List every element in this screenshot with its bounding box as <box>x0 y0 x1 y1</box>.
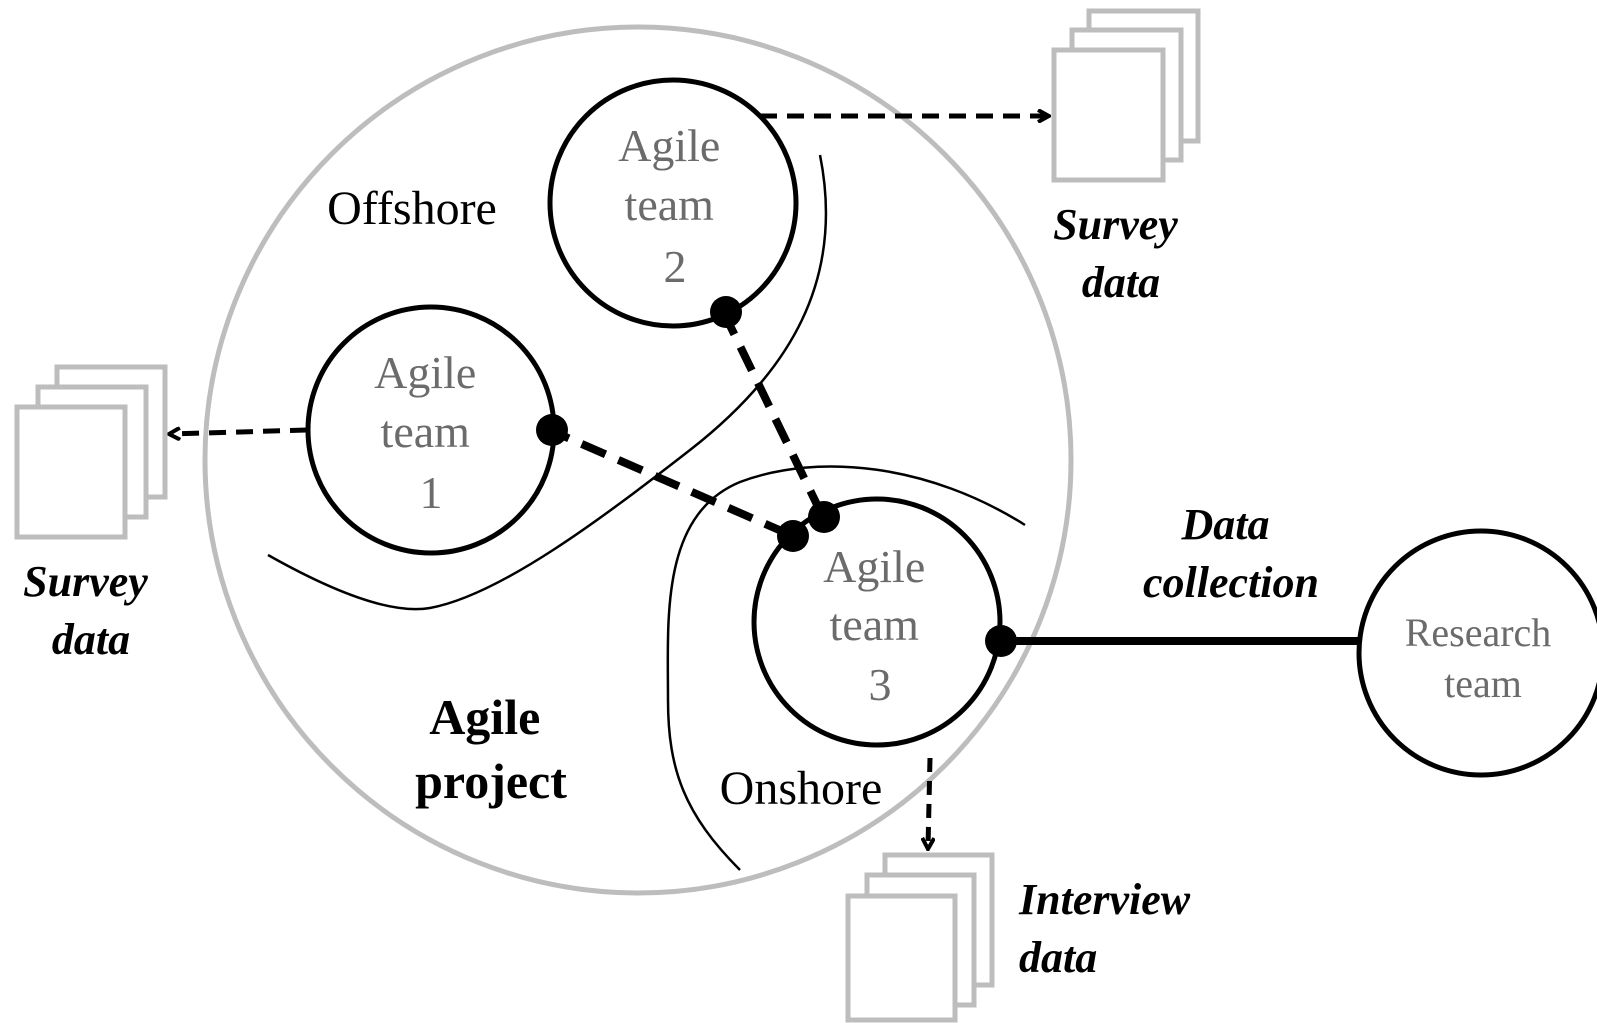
interview-document-stack-icon <box>845 852 995 1023</box>
link-team1-team3 <box>543 424 795 540</box>
survey-document-stack-left-icon <box>14 364 168 540</box>
agile-team-2-label: Agile team 2 <box>618 120 732 292</box>
survey-document-stack-top-icon <box>1051 8 1201 183</box>
onshore-label: Onshore <box>720 762 883 815</box>
survey-data-top-label: Survey data <box>1053 200 1189 307</box>
link-team2-team3 <box>719 309 827 519</box>
research-team-node <box>1356 528 1597 778</box>
offshore-divider-curve <box>267 154 828 611</box>
agile-team-2-node <box>547 77 799 329</box>
agile-team-1-label: Agile team 1 <box>374 347 488 518</box>
agile-project-label: Agile project <box>415 689 567 809</box>
connector-dot <box>536 414 568 446</box>
connector-dot <box>710 296 742 328</box>
interview-data-label: Interview data <box>1018 875 1201 982</box>
research-team-label: Research team <box>1405 610 1562 706</box>
connector-dot <box>985 625 1017 657</box>
arrow-team1-to-survey <box>170 430 308 434</box>
connector-dot <box>808 501 840 533</box>
onshore-divider-curve <box>666 465 1026 871</box>
offshore-label: Offshore <box>327 182 497 235</box>
agile-team-3-label: Agile team 3 <box>823 541 937 710</box>
arrow-team3-to-interview <box>928 757 930 848</box>
agile-project-boundary <box>202 24 1074 896</box>
data-collection-label: Data collection <box>1143 500 1319 607</box>
survey-data-left-label: Survey data <box>23 557 159 664</box>
connector-dot <box>777 520 809 552</box>
agile-team-3-node <box>751 496 1003 748</box>
